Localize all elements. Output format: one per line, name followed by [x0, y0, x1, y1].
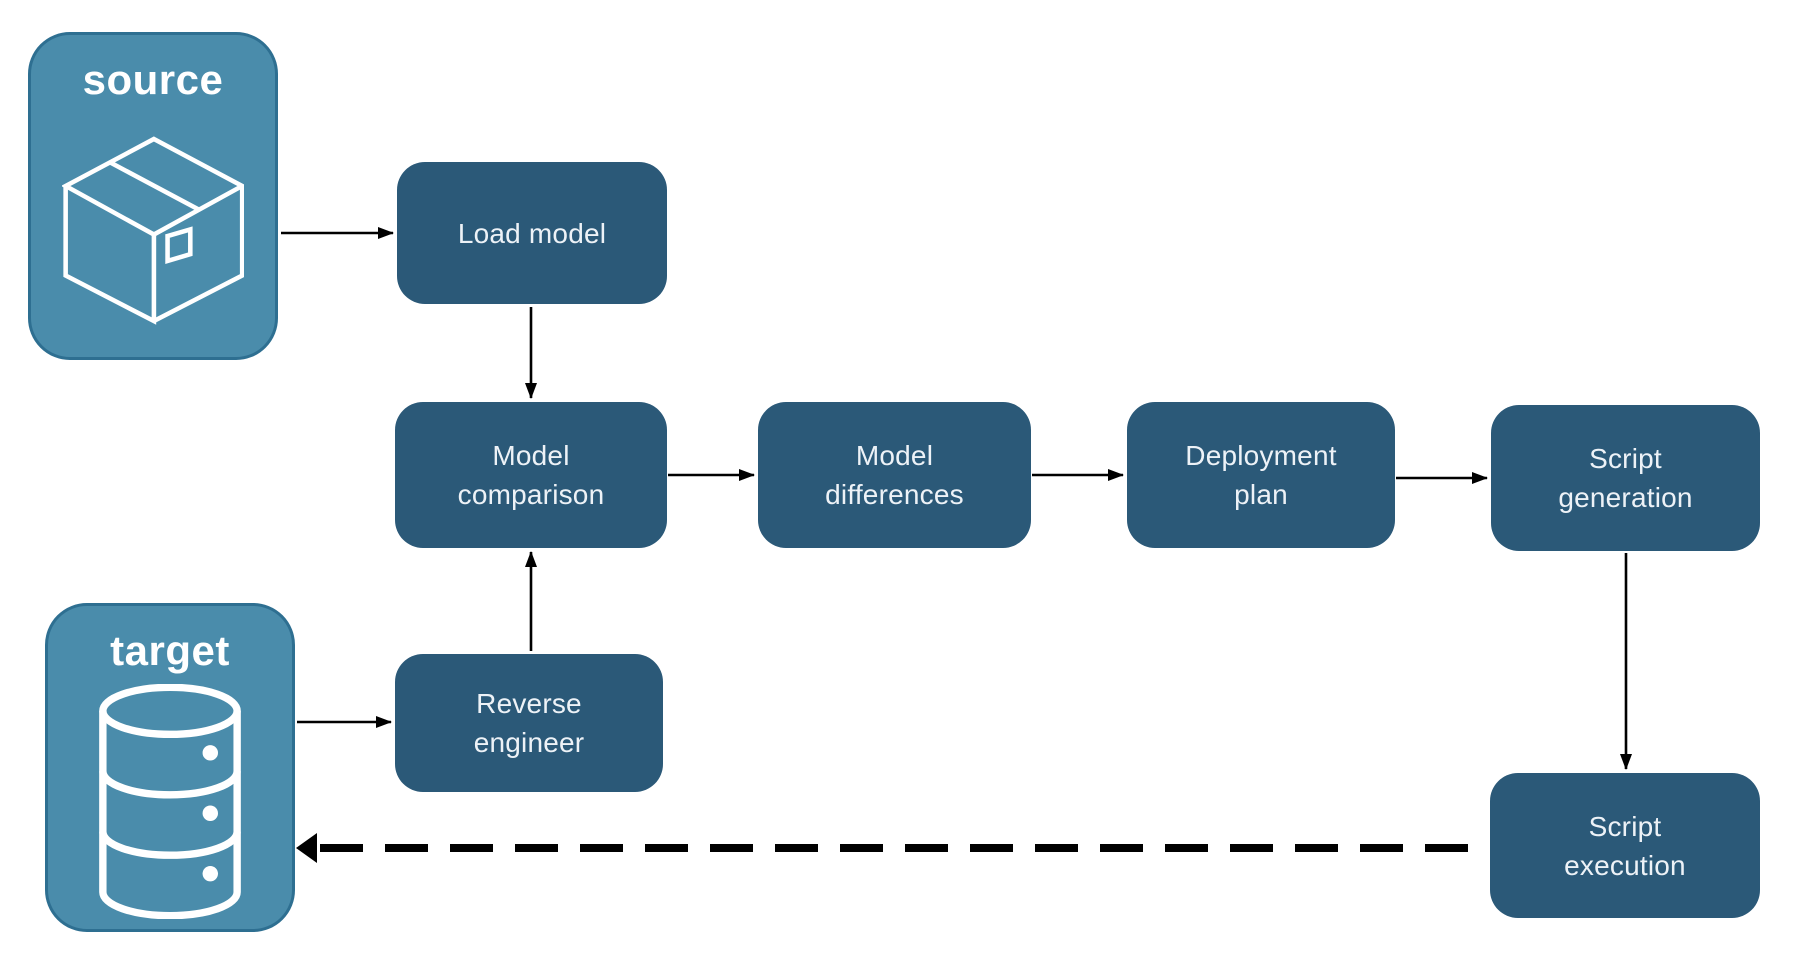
node-load-model: Load model	[397, 162, 667, 304]
node-script-execution: Script execution	[1490, 773, 1760, 918]
arrow-script-execution-to-target	[296, 833, 1489, 863]
node-model-differences: Model differences	[758, 402, 1031, 548]
node-deployment-plan: Deployment plan	[1127, 402, 1395, 548]
package-icon	[31, 103, 275, 357]
endpoint-source: source	[28, 32, 278, 360]
node-reverse-engineer: Reverse engineer	[395, 654, 663, 792]
source-label: source	[82, 56, 224, 103]
target-label: target	[110, 627, 230, 674]
node-model-comparison: Model comparison	[395, 402, 667, 548]
node-script-generation: Script generation	[1491, 405, 1760, 551]
endpoint-target: target	[45, 603, 295, 932]
database-icon	[48, 674, 292, 929]
